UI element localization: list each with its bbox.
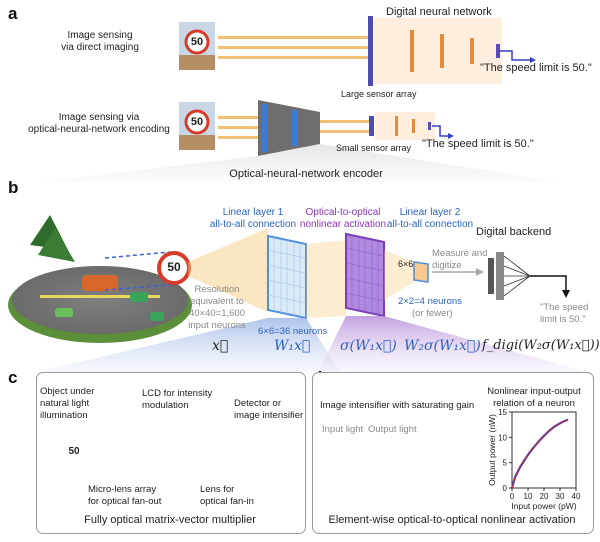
math-fdigi: f_digi(W₂σ(W₁x⃗)) xyxy=(482,338,600,353)
digital-neural-network-2 xyxy=(375,112,454,140)
digital-backend-network xyxy=(488,252,570,300)
sign-value-a1: 50 xyxy=(190,36,204,48)
intensifier-label: Image intensifier with saturating gain xyxy=(320,400,475,411)
relation-label: Nonlinear input-output relation of a neu… xyxy=(487,386,581,409)
output-light-label: Output light xyxy=(368,424,417,435)
object-label: Object under natural light illumination xyxy=(40,386,95,421)
x-axis-label: Input power (pW) xyxy=(511,501,576,511)
microlens-label: Micro-lens array for optical fan-out xyxy=(88,484,162,507)
y-tick-label: 5 xyxy=(503,459,508,468)
lcd-label: LCD for intensity modulation xyxy=(142,388,213,411)
speed-sign-b xyxy=(104,251,191,291)
dim66-label: 6×6 xyxy=(398,259,414,269)
linear-layer2-grid xyxy=(413,261,429,283)
layer2-label: Linear layer 2 all-to-all connection xyxy=(386,207,474,230)
math-w1x: W₁x⃗ xyxy=(274,338,311,354)
beam-layer1-to-nonlinear xyxy=(306,240,346,318)
measure-label: Measure and digitize xyxy=(432,248,488,271)
zoom-cone-encoder xyxy=(40,144,560,182)
panel-label-b: b xyxy=(8,178,19,197)
encoder-title: Optical-neural-network encoder xyxy=(229,168,383,180)
caption-c: Fully optical matrix-vector multiplier xyxy=(84,514,256,526)
lens-label: Lens for optical fan-in xyxy=(200,484,254,507)
road-scene xyxy=(8,215,192,343)
output-text-1: "The speed limit is 50." xyxy=(480,62,592,74)
panel-label-a: a xyxy=(8,4,18,23)
input-light-label: Input light xyxy=(322,424,364,435)
math-x: x⃗ xyxy=(212,338,229,354)
math-sigma: σ(W₁x⃗) xyxy=(340,338,397,354)
x-tick-label: 40 xyxy=(572,492,581,501)
row1-label: Image sensing via direct imaging xyxy=(61,30,139,53)
beam-nonlinear-to-layer2 xyxy=(384,250,414,300)
panel-label-c: c xyxy=(8,368,18,387)
sign-value-c: 50 xyxy=(68,446,80,457)
x-tick-label: 30 xyxy=(556,492,565,501)
small-sensor-array xyxy=(369,116,374,136)
sign-value-b: 50 xyxy=(167,260,181,274)
beam-to-layer1 xyxy=(188,228,268,312)
chart-frame xyxy=(511,411,577,489)
dnn-title: Digital neural network xyxy=(386,6,492,18)
output-text-2: "The speed limit is 50." xyxy=(422,138,534,150)
layer1-label: Linear layer 1 all-to-all connection xyxy=(209,207,297,230)
x-tick-label: 20 xyxy=(540,492,549,501)
y-tick-label: 0 xyxy=(503,484,508,493)
backend-label: Digital backend xyxy=(476,226,552,238)
digital-neural-network-1 xyxy=(374,18,536,84)
x-tick-label: 10 xyxy=(524,492,533,501)
onn-encoder-device xyxy=(258,100,370,156)
beam-row1 xyxy=(218,36,370,59)
zoom-cone-d xyxy=(318,316,588,372)
caption-d: Element-wise optical-to-optical nonlinea… xyxy=(328,514,576,526)
sign-value-a2: 50 xyxy=(190,116,204,128)
y-tick-label: 10 xyxy=(498,433,507,442)
large-sensor-label: Large sensor array xyxy=(341,89,417,99)
photo-thumbnail-2 xyxy=(179,102,215,150)
fewer-label: (or fewer) xyxy=(412,308,453,319)
detector-label: Detector or image intensifier xyxy=(234,398,304,421)
small-sensor-label: Small sensor array xyxy=(336,143,412,153)
measure-arrow xyxy=(432,268,484,276)
panel-c-box xyxy=(36,372,306,534)
photo-thumbnail-1 xyxy=(179,22,215,70)
y-axis-label: Output power (nW) xyxy=(487,414,497,486)
speed-quote-b: "The speed limit is 50." xyxy=(540,302,589,325)
zoom-cone-c xyxy=(36,318,340,372)
resolution-label: Resolution equivalent to 40×40=1,600 inp… xyxy=(188,284,246,331)
neurons4-label: 2×2=4 neurons xyxy=(398,296,462,307)
math-w2: W₂σ(W₁x⃗) xyxy=(404,338,481,354)
x-tick-label: 0 xyxy=(510,492,515,501)
fit-line xyxy=(511,419,569,489)
row2-label: Image sensing via optical-neural-network… xyxy=(28,112,170,135)
large-sensor-array xyxy=(368,16,373,86)
nonlinear-label: Optical-to-optical nonlinear activation xyxy=(299,207,387,230)
beam-row2 xyxy=(218,116,258,139)
neurons36-label: 6×6=36 neurons xyxy=(258,326,328,337)
y-tick-label: 15 xyxy=(498,408,507,417)
